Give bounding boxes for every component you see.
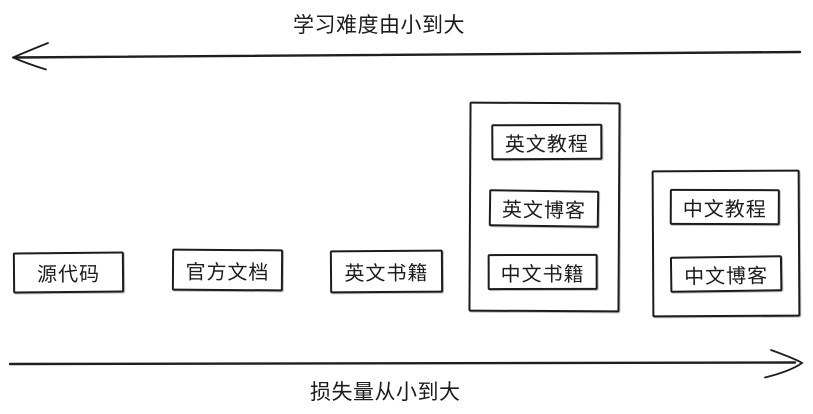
node-label: 中文教程: [682, 196, 767, 221]
group-chinese-resources: 中文教程 中文博客: [651, 169, 801, 318]
node-label: 英文博客: [501, 197, 587, 223]
node-label: 中文博客: [684, 262, 769, 289]
node-english-books: 英文书籍: [329, 249, 444, 294]
node-chinese-tutorial: 中文教程: [669, 188, 780, 226]
node-label: 中文书籍: [500, 261, 585, 286]
right-arrow: [8, 349, 804, 379]
top-axis-label: 学习难度由小到大: [293, 13, 465, 37]
node-label: 英文书籍: [344, 260, 429, 286]
node-official-docs: 官方文档: [171, 248, 284, 292]
node-source-code: 源代码: [12, 251, 125, 294]
node-label: 英文教程: [504, 131, 589, 156]
node-label: 源代码: [36, 261, 101, 287]
node-english-tutorial: 英文教程: [491, 123, 603, 161]
left-arrow: [12, 42, 802, 71]
node-chinese-blog: 中文博客: [669, 255, 783, 293]
node-chinese-books: 中文书籍: [487, 253, 598, 291]
node-label: 官方文档: [185, 259, 270, 284]
group-english-resources: 英文教程 英文博客 中文书籍: [468, 101, 621, 313]
bottom-axis-label: 损失量从小到大: [310, 380, 461, 404]
node-english-blog: 英文博客: [488, 189, 600, 228]
